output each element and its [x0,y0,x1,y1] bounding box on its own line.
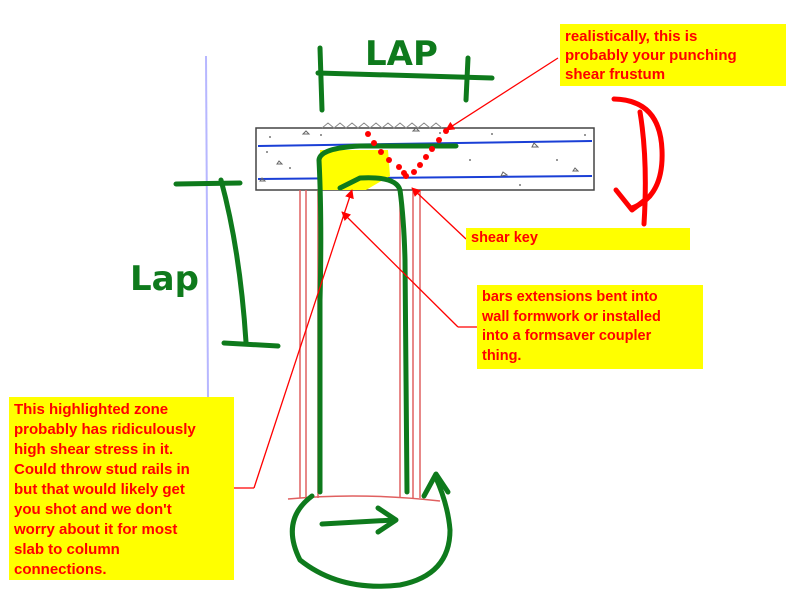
highlighted-zone-note: This highlighted zone probably has ridic… [9,397,234,580]
leader-bars-extensions-2 [341,211,459,328]
bottom-rebar [257,175,593,180]
bars-extensions-note: bars extensions bent into wall formwork … [477,285,703,369]
bent-bar-left [316,143,459,495]
top-lap-dimension-line [315,70,495,81]
moment-arrow [611,96,665,227]
leader-lines [234,57,559,489]
base-arrow-shaft [319,517,397,527]
frustum-note: realistically, this is probably your pun… [560,24,786,86]
leader-highlighted-zone-2 [253,189,354,489]
guide-line [205,55,209,399]
leader-shear-key [411,187,467,240]
left-lap-tick-bottom [221,340,281,349]
leader-frustum [445,57,559,131]
column [287,190,441,502]
top-lap-tick-right [463,55,471,103]
base-rotation-loop [289,475,453,589]
base-rotation-arrowhead [421,471,451,499]
top-lap-label: LAP [365,34,438,74]
green-markup [173,45,495,589]
shear-key-note: shear key [466,228,690,250]
left-lap-label: Lap [130,259,199,299]
column-break [287,495,441,502]
bent-bar-right [337,175,410,495]
punching-shear-frustum-dots [365,128,449,179]
left-lap-dimension-line [218,177,249,345]
concrete-dots [266,132,586,186]
left-lap-tick-top [173,180,243,187]
base-arrow-head [375,505,399,535]
top-lap-tick-left [317,45,325,113]
slab-top-texture [321,122,443,129]
